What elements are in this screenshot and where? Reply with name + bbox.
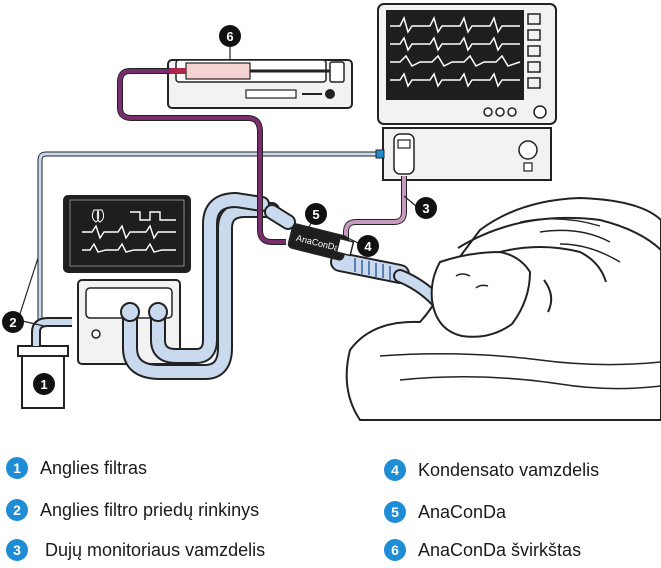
anaconda-device: AnaConDa [287,223,355,261]
callout-1: 1 [33,373,55,395]
legend-number-5: 5 [384,501,406,523]
callout-6-label: 6 [226,29,233,44]
callout-3-label: 3 [422,201,429,216]
patient-illustration [345,196,661,421]
legend-text-5: AnaConDa [418,501,507,522]
legend-item-4: 4 Kondensato vamzdelis [384,456,599,484]
legend-item-6: 6 AnaConDa švirkštas [384,536,581,564]
legend-text-6: AnaConDa švirkštas [418,539,582,560]
legend-number-3: 3 [6,539,28,561]
legend-number-6: 6 [384,539,406,561]
legend-item-2: 2 Anglies filtro priedų rinkinys [6,496,259,524]
legend-item-1: 1 Anglies filtras [6,454,147,482]
callout-6: 6 [219,25,241,60]
syringe-line [117,68,286,245]
callout-2-label: 2 [9,315,16,330]
anaconda-setup-illustration: AnaConDa 1 [2,3,661,421]
callout-4-label: 4 [364,239,372,254]
callout-5-label: 5 [312,207,319,222]
callout-1-label: 1 [40,377,47,392]
legend-number-2: 2 [6,499,28,521]
callout-5: 5 [305,203,327,225]
legend-item-5: 5 AnaConDa [384,498,506,526]
legend-item-3: 3 Dujų monitoriaus vamzdelis [6,536,265,564]
legend-text-2: Anglies filtro priedų rinkinys [40,499,260,520]
legend-text-3: Dujų monitoriaus vamzdelis [40,539,266,560]
legend-text-4: Kondensato vamzdelis [418,459,600,480]
gas-monitor-line [343,176,407,246]
gas-monitor-unit [382,127,552,181]
patient-monitor [377,3,557,125]
legend-number-4: 4 [384,459,406,481]
syringe-pump [167,59,353,109]
legend-text-1: Anglies filtras [40,457,148,478]
legend-number-1: 1 [6,457,28,479]
callout-3: 3 [415,197,437,219]
callout-4: 4 [357,235,379,257]
carbon-filter [17,317,72,409]
callout-2: 2 [2,311,24,333]
